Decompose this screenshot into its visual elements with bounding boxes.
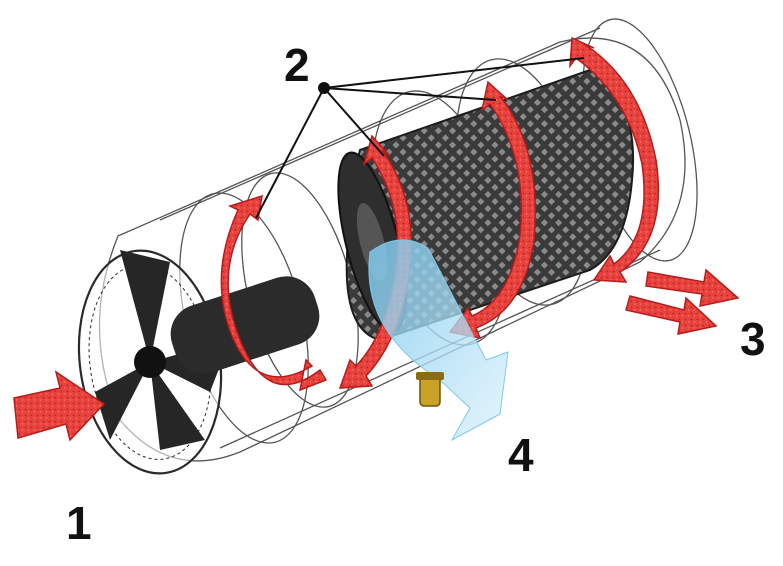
callout-label-3: 3	[740, 313, 766, 365]
outlet-arrow	[625, 295, 718, 335]
leader-dot-icon	[318, 82, 330, 94]
spiral-arrow	[448, 80, 537, 340]
callout-2-leaders	[255, 57, 585, 219]
spiral-arrow	[569, 36, 660, 283]
discharge-arrow	[368, 239, 509, 442]
outlet-arrow	[645, 268, 740, 307]
fan-icon	[77, 249, 320, 475]
callout-label-4: 4	[508, 429, 534, 481]
callout-label-2: 2	[284, 39, 310, 91]
spiral-arrow	[220, 194, 328, 392]
filter-cartridge-icon	[337, 68, 635, 342]
dust-valve	[416, 372, 444, 407]
inlet-arrow	[13, 370, 106, 442]
callout-label-1: 1	[66, 497, 92, 549]
outlet-arrows	[625, 268, 740, 335]
